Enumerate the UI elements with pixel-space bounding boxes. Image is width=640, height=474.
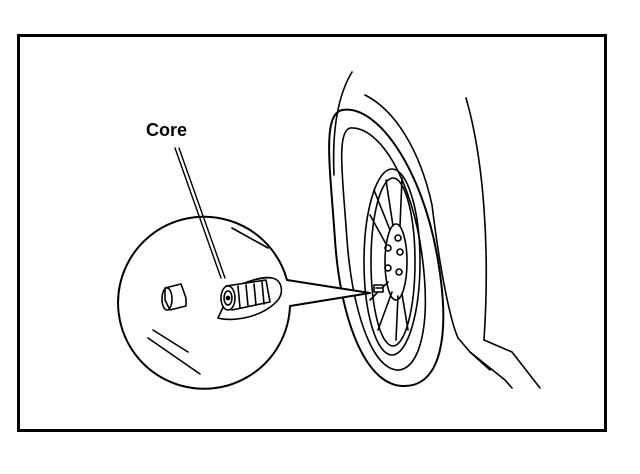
valve-core-icon [217,276,283,321]
figure-frame [17,34,607,432]
tire [328,108,445,388]
core-leader-line [174,147,226,279]
valve-cap-icon [161,283,187,311]
core-label: Core [146,120,188,140]
wheel-rim [363,168,421,356]
fender-arch [332,71,541,389]
valve-stem-location [373,284,384,293]
